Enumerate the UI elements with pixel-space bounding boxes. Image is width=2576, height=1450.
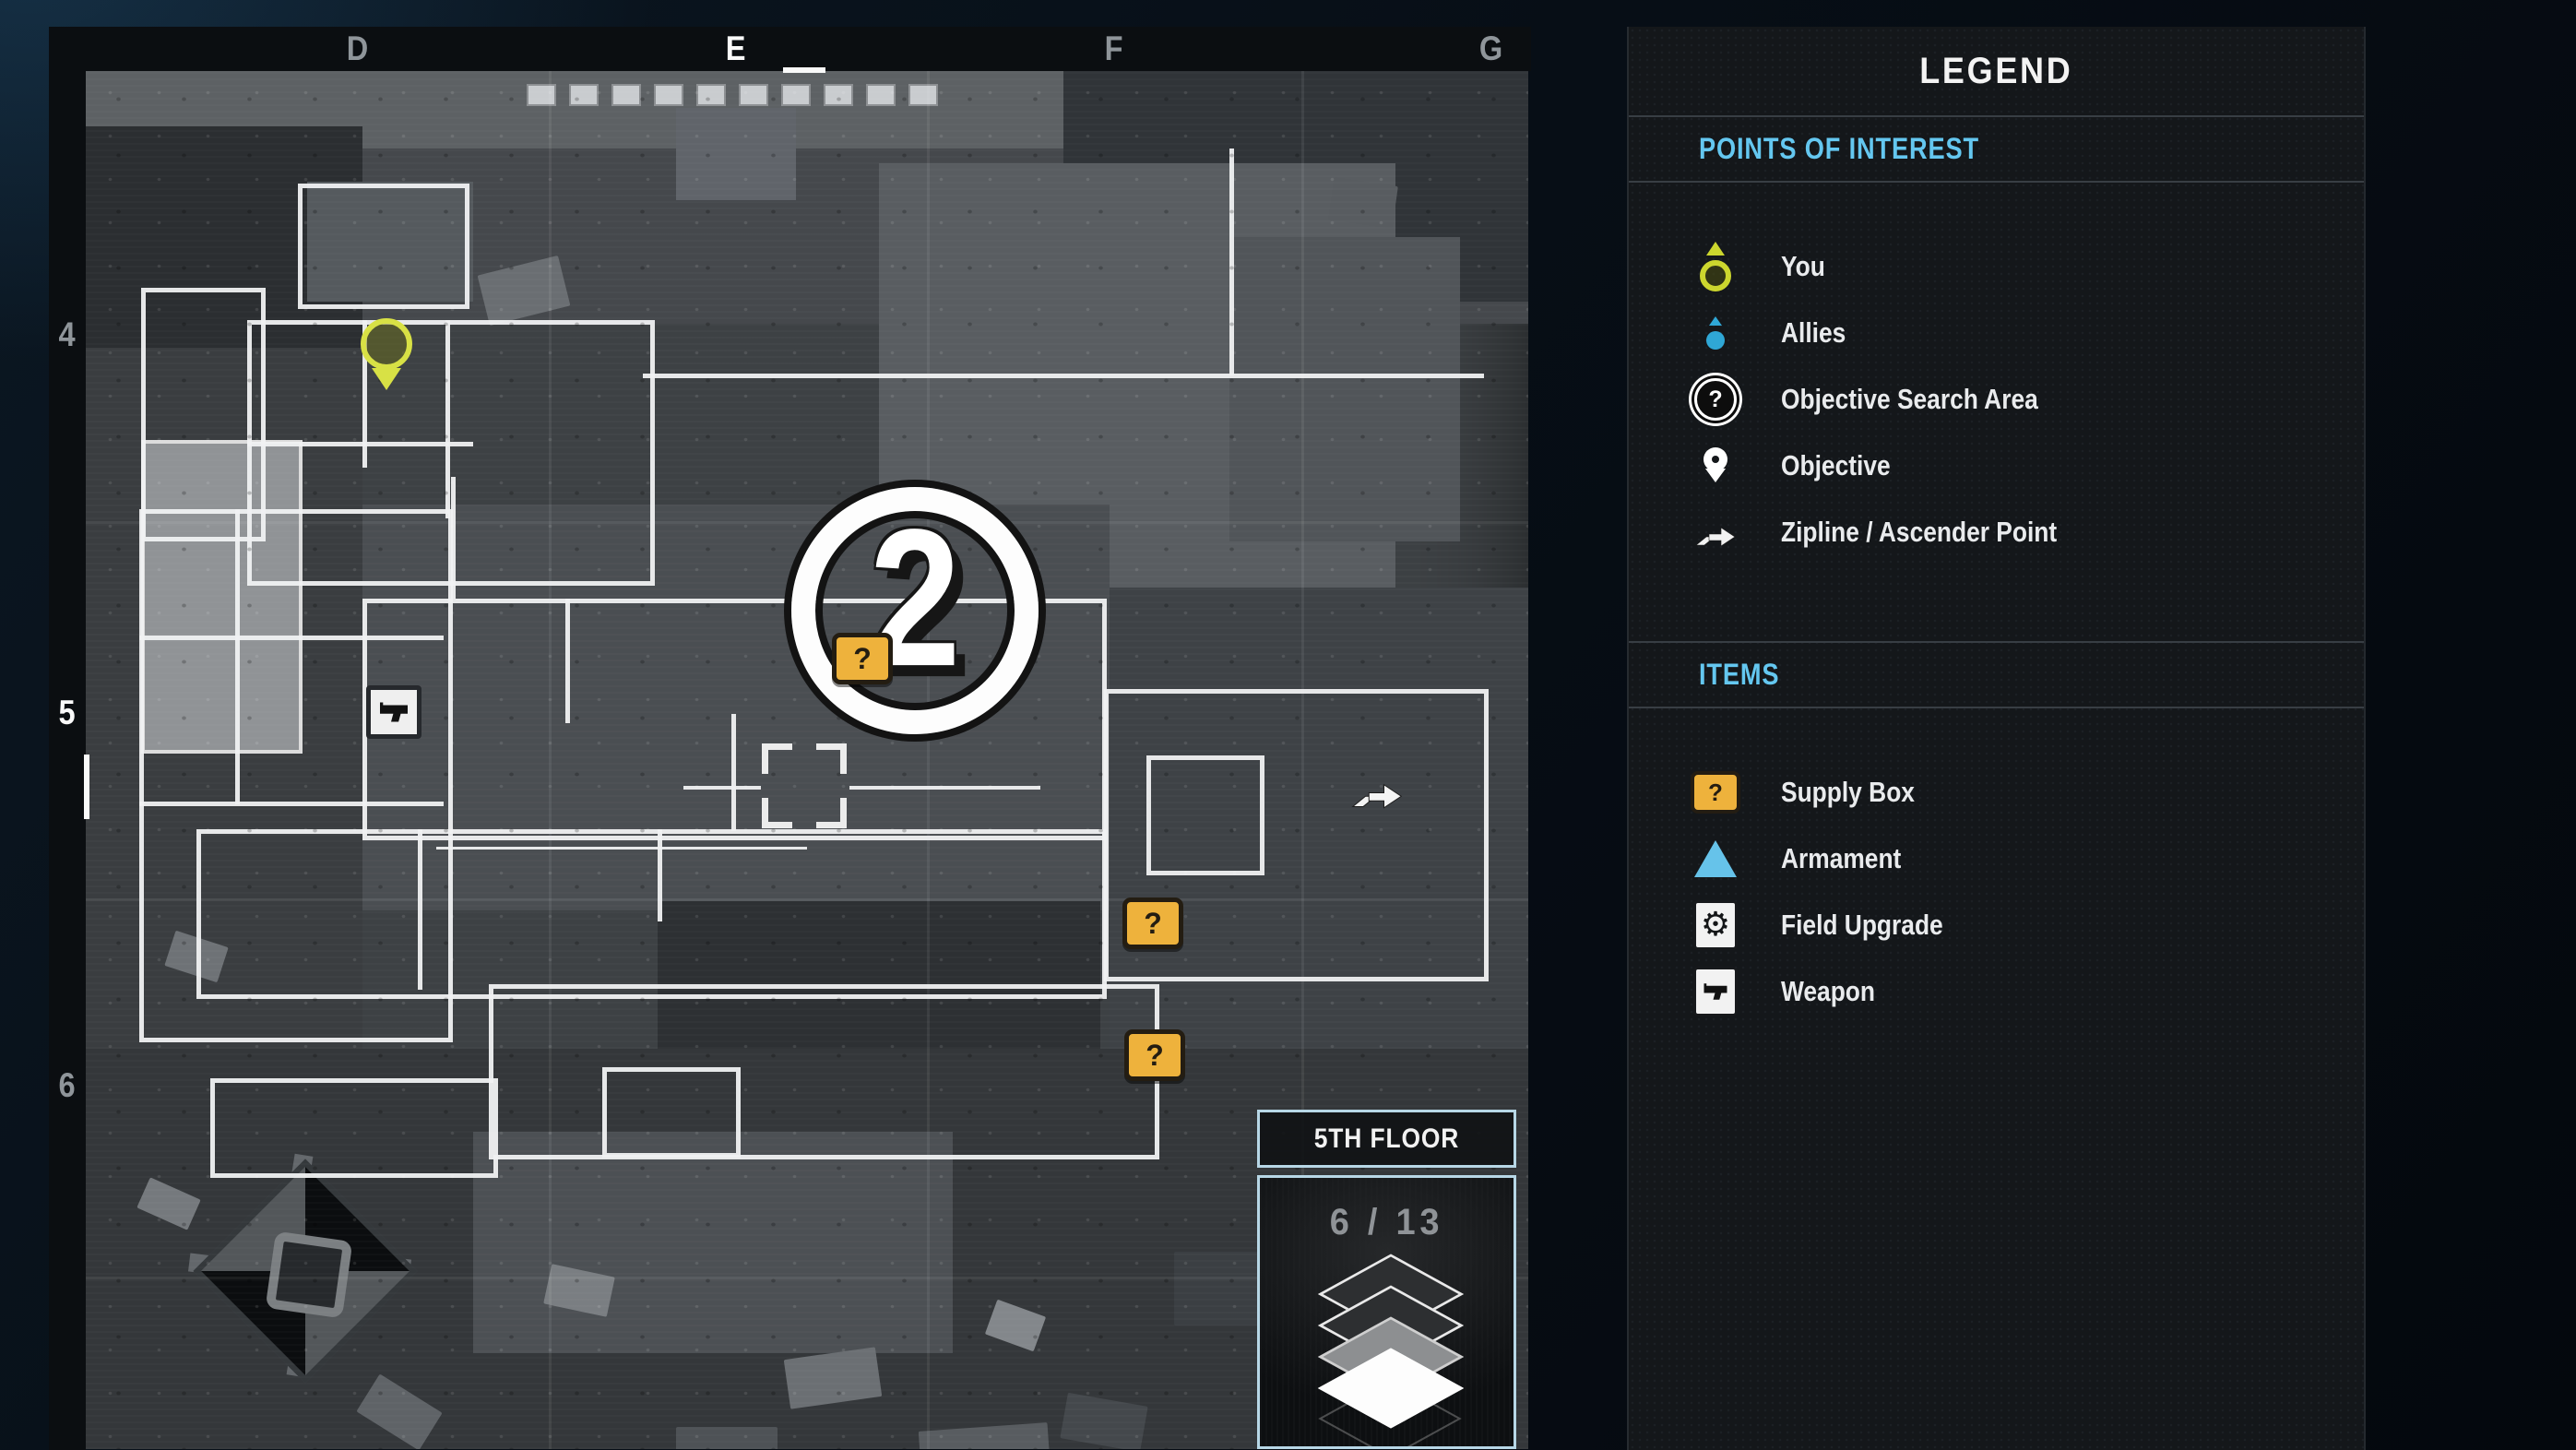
legend-item-label: Supply Box (1781, 776, 1915, 808)
legend-item-zipline-ascender-point: Zipline / Ascender Point (1629, 499, 2364, 565)
grid-row-label-6: 6 (58, 1066, 77, 1104)
legend-item-armament: Armament (1629, 826, 2364, 892)
supply-box-icon: ? (1686, 771, 1745, 814)
legend-item-objective-search-area: ? Objective Search Area (1629, 366, 2364, 433)
grid-row-label-5: 5 (58, 694, 77, 731)
map-marker-supply-box: ? (832, 633, 893, 684)
grid-column-label-D: D (346, 30, 370, 67)
legend-item-label: Objective Search Area (1781, 383, 2038, 415)
weapon-icon (1686, 967, 1745, 1016)
objective-search-area-icon: ? (1686, 378, 1745, 421)
floor-selector[interactable]: 5TH FLOOR 6 / 13 (1257, 1110, 1516, 1449)
map-marker-supply-box: ? (1124, 1029, 1185, 1081)
grid-row-label-4: 4 (58, 315, 77, 353)
current-column-tick (783, 67, 825, 73)
legend-item-label: Weapon (1781, 975, 1875, 1007)
legend-section-title: POINTS OF INTEREST (1629, 117, 2364, 183)
map-marker-objective-search-area: 2 (791, 487, 1039, 734)
you-icon (1686, 242, 1745, 291)
current-row-tick (84, 755, 89, 819)
legend-item-label: Zipline / Ascender Point (1781, 516, 2058, 548)
legend-item-label: Allies (1781, 316, 1846, 349)
legend-title: LEGEND (1629, 27, 2364, 117)
map-marker-you (361, 318, 412, 370)
map-marker-objective-bracket (762, 743, 847, 828)
floor-title-label: 5TH FLOOR (1313, 1123, 1460, 1154)
legend-item-supply-box: ? Supply Box (1629, 759, 2364, 826)
legend-item-label: Field Upgrade (1781, 909, 1943, 941)
zipline-icon (1686, 512, 1745, 553)
allies-icon (1686, 316, 1745, 350)
grid-column-header: D E F G (49, 27, 1531, 71)
legend-item-weapon: Weapon (1629, 958, 2364, 1025)
grid-row-header: 4 5 6 (49, 27, 86, 1450)
pyramid-structure (187, 1153, 418, 1384)
legend-item-objective: Objective (1629, 433, 2364, 499)
legend-item-allies: Allies (1629, 300, 2364, 366)
legend-item-label: Objective (1781, 449, 1891, 481)
floor-indicator: 6 / 13 (1257, 1175, 1516, 1449)
map-viewport[interactable]: 2??? (86, 71, 1528, 1449)
map-marker-weapon (366, 685, 421, 739)
floor-title: 5TH FLOOR (1257, 1110, 1516, 1168)
armament-icon (1686, 840, 1745, 877)
grid-column-label-G: G (1478, 30, 1504, 67)
legend-section-title-label: ITEMS (1699, 658, 1780, 691)
floor-count: 6 / 13 (1329, 1202, 1444, 1242)
legend-item-label: Armament (1781, 842, 1902, 874)
map-frame: 2??? D E F G 4 5 6 (49, 27, 1531, 1450)
legend-title-label: LEGEND (1919, 50, 2073, 91)
grid-column-label-E: E (725, 30, 747, 67)
grid-column-label-F: F (1104, 30, 1124, 67)
legend-section-title-label: POINTS OF INTEREST (1699, 132, 1979, 165)
legend-section-title: ITEMS (1629, 641, 2364, 708)
legend-item-field-upgrade: ⚙ Field Upgrade (1629, 892, 2364, 958)
legend-item-you: You (1629, 233, 2364, 300)
map-marker-supply-box: ? (1122, 897, 1183, 949)
field-upgrade-icon: ⚙ (1686, 900, 1745, 950)
legend-item-label: You (1781, 250, 1825, 282)
objective-icon (1686, 447, 1745, 484)
map-marker-zipline (1349, 766, 1405, 816)
